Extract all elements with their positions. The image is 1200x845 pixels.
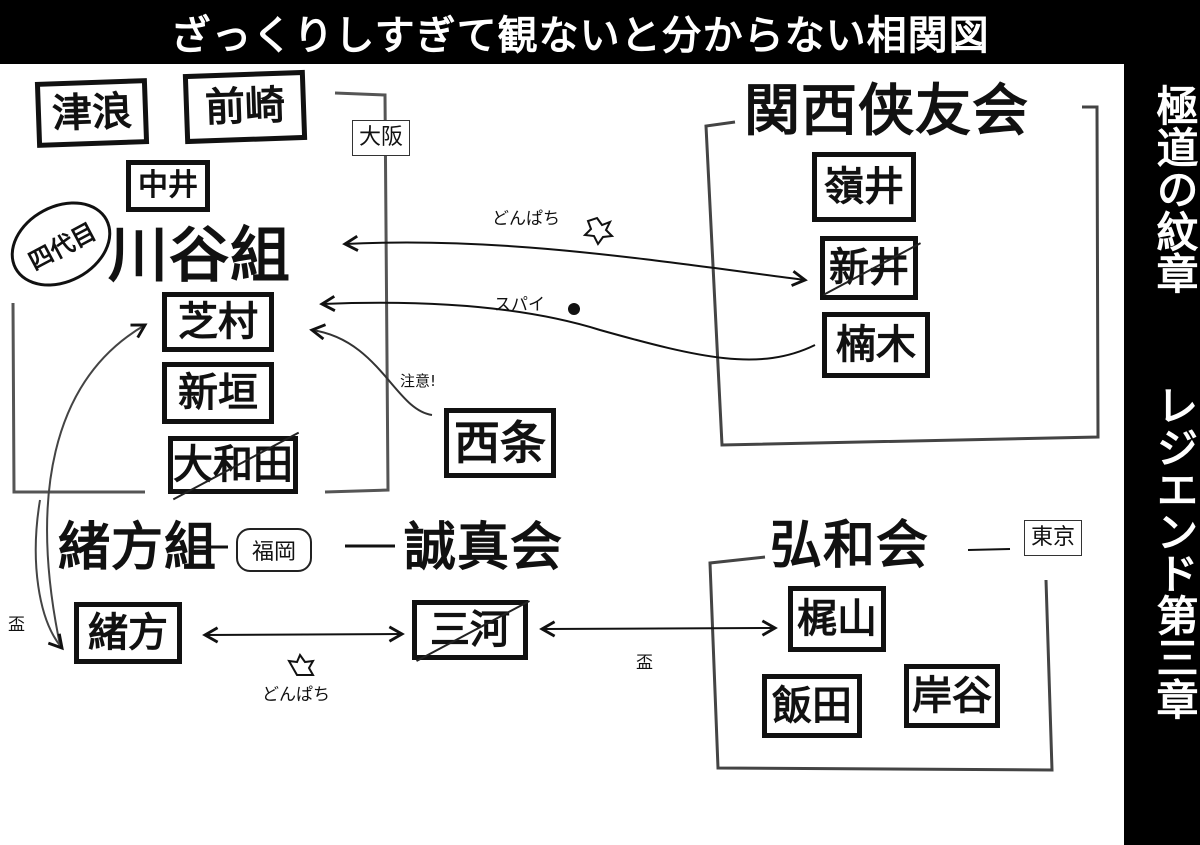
member-kajiyama: 梶山	[788, 586, 886, 652]
location-fukuoka: 福岡	[236, 528, 313, 572]
org-ogata-gumi: 緒方組	[58, 518, 218, 578]
member-name: 新井	[829, 245, 909, 291]
member-name: 前崎	[204, 82, 286, 132]
member-name: 中井	[138, 168, 198, 203]
member-ogata: 緒方	[74, 602, 182, 664]
relation-lines	[11, 91, 1100, 772]
side-title-series: 極道の紋章	[1150, 84, 1199, 294]
title-bar: ざっくりしすぎて観ないと分からない相関図	[0, 0, 1200, 64]
member-name: 緒方	[88, 610, 168, 656]
org-kansai-kyoyukai: 関西侠友会	[744, 79, 1029, 144]
member-name: 芝村	[178, 299, 258, 345]
location-tokyo: 東京	[1024, 520, 1083, 557]
member-minei: 嶺井	[812, 152, 916, 222]
member-maezaki: 前崎	[182, 69, 308, 145]
member-name: 嶺井	[824, 164, 904, 210]
member-saijo: 西条	[444, 408, 556, 478]
member-name: 楠木	[836, 322, 916, 368]
member-name: 岸谷	[912, 673, 992, 719]
member-mikawa-struck: 三河	[412, 600, 528, 660]
explosion-icon-bottom	[287, 652, 315, 676]
side-title-chapter: レジエンド第三章	[1150, 384, 1199, 720]
member-kishitani: 岸谷	[904, 664, 1000, 728]
caution-arrow	[309, 323, 433, 416]
member-shibamura: 芝村	[162, 292, 274, 352]
tokyo-line	[967, 548, 1011, 551]
donpachi-label-bottom: どんぱち	[262, 685, 330, 705]
sakazuki-label-left: 盃	[8, 615, 25, 635]
location-osaka: 大阪	[352, 120, 411, 157]
donpachi-arrow-top	[342, 234, 808, 287]
org-kawatani: 川谷組	[108, 221, 291, 291]
member-name: 新垣	[178, 370, 258, 416]
member-name: 飯田	[772, 683, 852, 729]
org-seishinkai: 誠真会	[404, 518, 564, 578]
member-owada-struck: 大和田	[168, 436, 298, 494]
spy-arrow	[319, 295, 816, 361]
explosion-icon-top	[582, 216, 615, 246]
member-nakai: 中井	[126, 160, 210, 212]
org-kouwakai: 弘和会	[770, 516, 930, 576]
member-aragaki: 新垣	[162, 362, 274, 424]
side-title-bar: 極道の紋章 レジエンド第三章	[1124, 64, 1200, 845]
member-name: 西条	[454, 416, 546, 470]
caution-label: 注意!	[400, 372, 437, 390]
badge-text: 四代目	[23, 216, 101, 276]
member-iida: 飯田	[762, 674, 862, 738]
kouwakai-bracket	[708, 555, 1054, 772]
member-name: 大和田	[173, 442, 293, 488]
fukuoka-line	[190, 544, 395, 549]
member-name: 三河	[430, 607, 510, 653]
member-arai-struck: 新井	[820, 236, 918, 300]
sakazuki-arrow-left	[46, 323, 148, 646]
spy-label: スパイ	[494, 295, 545, 315]
kawatani-bracket	[11, 91, 390, 494]
member-tsunami: 津浪	[34, 78, 150, 148]
kansai-bracket	[704, 105, 1100, 447]
member-kusunoki: 楠木	[822, 312, 930, 378]
sakazuki-arrow-right	[539, 619, 778, 638]
page-title: ざっくりしすぎて観ないと分からない相関図	[170, 13, 990, 59]
member-name: 津浪	[51, 88, 133, 138]
donpachi-label-top: どんぱち	[492, 209, 560, 229]
member-name: 梶山	[797, 596, 877, 642]
bomb-icon	[568, 303, 580, 315]
donpachi-arrow-bottom	[202, 625, 405, 644]
sakazuki-label-right: 盃	[636, 653, 653, 673]
